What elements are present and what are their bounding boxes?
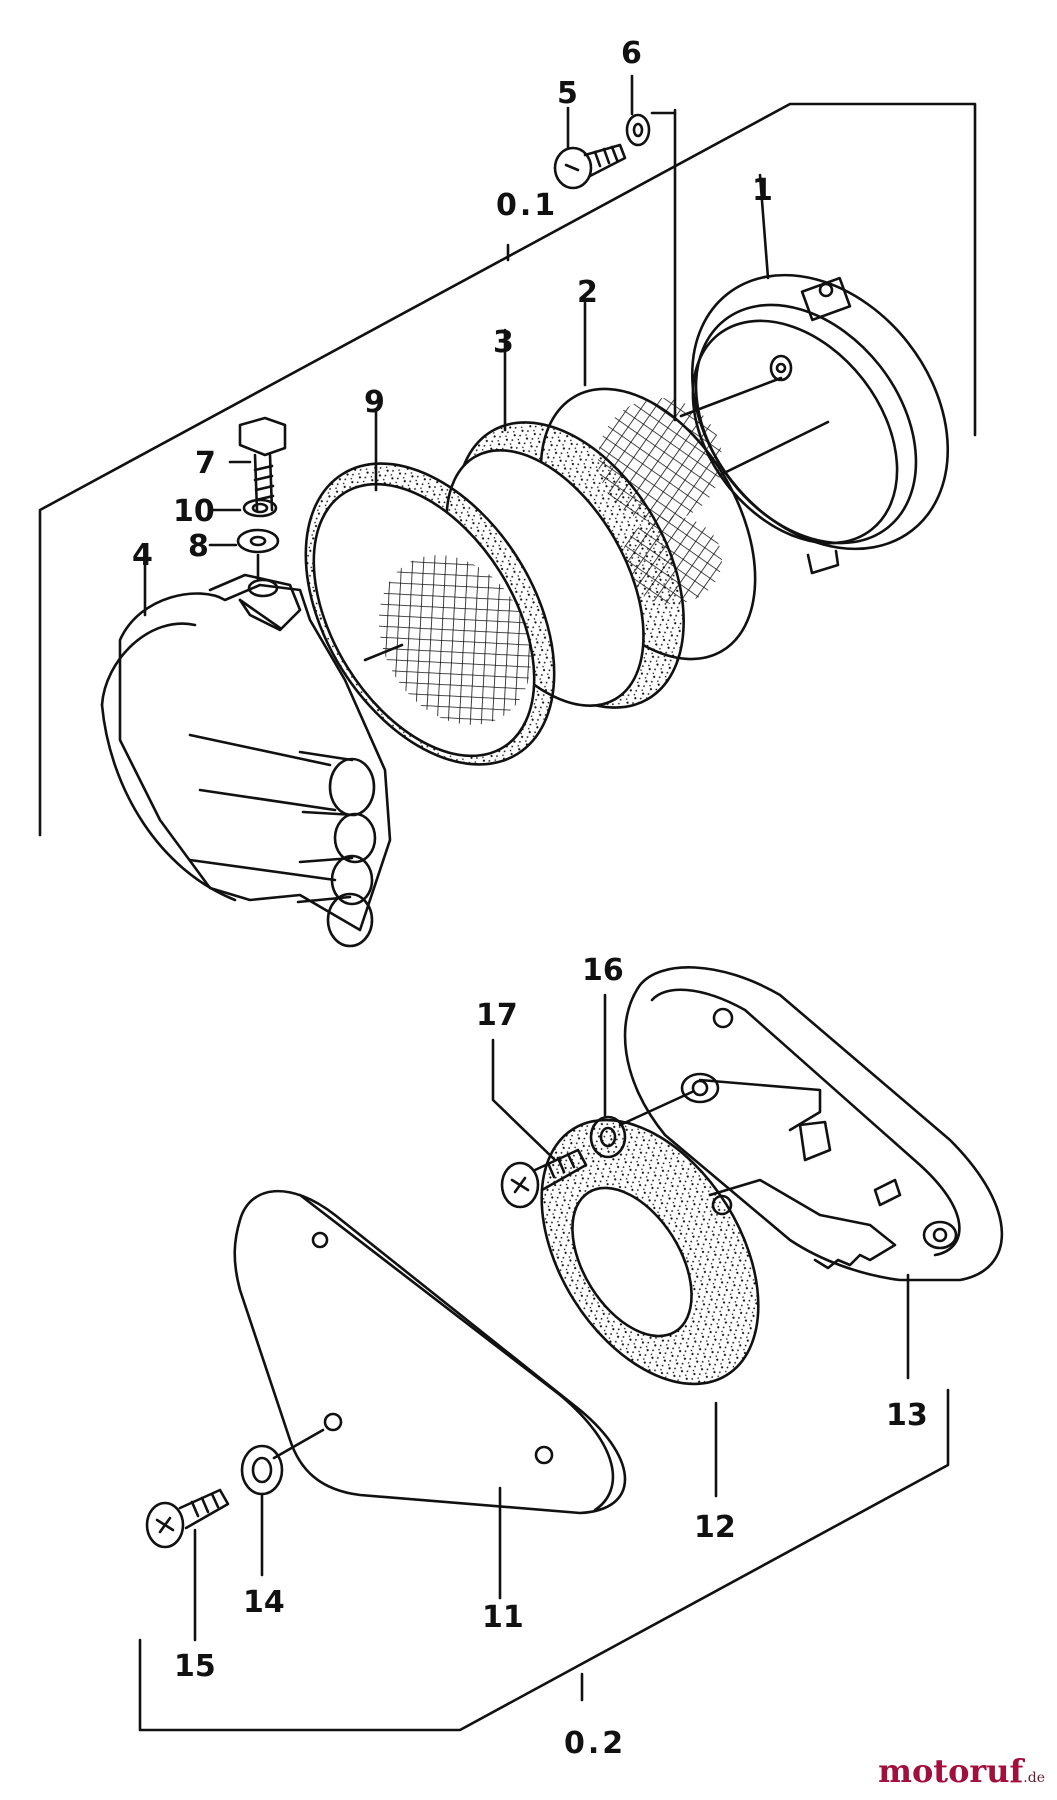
label-part-4: 4 [132, 538, 153, 573]
part-1-filter-housing [679, 173, 950, 575]
label-part-7: 7 [195, 446, 216, 481]
part-7-bolt [228, 416, 287, 512]
label-part-1: 1 [752, 173, 773, 208]
part-16-washer [589, 993, 694, 1159]
part-4-cover [100, 558, 392, 948]
label-part-14: 14 [243, 1585, 285, 1620]
label-part-11: 11 [482, 1600, 524, 1635]
watermark-main: motoruf [878, 1752, 1024, 1790]
part-12-foam-ring [540, 1118, 760, 1498]
label-part-3: 3 [493, 325, 514, 360]
watermark-logo: motoruf.de [878, 1752, 1045, 1790]
label-part-2: 2 [577, 275, 598, 310]
label-part-13: 13 [886, 1398, 928, 1433]
label-part-15: 15 [174, 1649, 216, 1684]
part-8-washer [208, 528, 280, 582]
part-10-lock-washer [208, 498, 278, 518]
part-14-washer [240, 1428, 325, 1577]
label-part-8: 8 [188, 529, 209, 564]
part-17-bolt [491, 1038, 588, 1209]
part-11-cover-plate [233, 1189, 627, 1600]
part-13-filter-case [623, 966, 1004, 1380]
callout-labels: 1 2 3 4 5 6 7 8 9 10 11 12 13 14 15 16 1… [132, 36, 928, 1761]
label-group-0-2: 0.2 [564, 1726, 626, 1761]
label-group-0-1: 0.1 [496, 188, 558, 223]
label-part-9: 9 [364, 385, 385, 420]
watermark-tld: .de [1023, 1770, 1045, 1786]
label-part-17: 17 [476, 998, 518, 1033]
label-part-6: 6 [621, 36, 642, 71]
part-15-bolt [145, 1488, 230, 1642]
part-9-screen-ring [304, 408, 556, 766]
part-6-washer [625, 74, 651, 147]
group-0-1-bracket [38, 102, 977, 837]
label-part-12: 12 [694, 1510, 736, 1545]
label-part-5: 5 [557, 76, 578, 111]
group-0-2-bracket [138, 1388, 950, 1732]
part-5-bolt [553, 106, 627, 190]
label-part-16: 16 [582, 953, 624, 988]
label-part-10: 10 [173, 494, 215, 529]
